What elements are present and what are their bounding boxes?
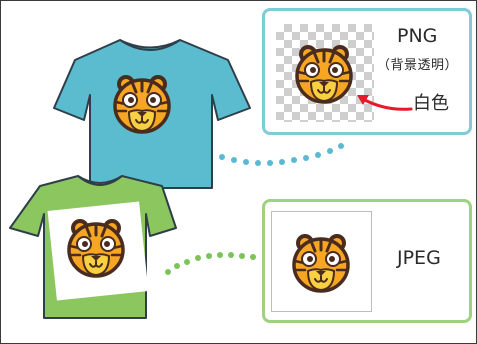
png-example-card: PNG （背景透明） 白色 [262,8,472,135]
tiger-icon [67,217,125,278]
jpeg-format-label: JPEG [397,247,441,269]
red-arrow-icon [357,95,413,111]
jpeg-example-card: JPEG [262,199,472,323]
tiger-icon [113,73,171,134]
tiger-icon [292,232,350,293]
blue-dotted-connector [219,143,344,166]
transparent-background-note: （背景透明） [377,58,459,73]
green-dotted-connector [165,252,256,275]
white-color-annotation: 白色 [413,93,449,114]
png-format-label: PNG [397,25,438,47]
